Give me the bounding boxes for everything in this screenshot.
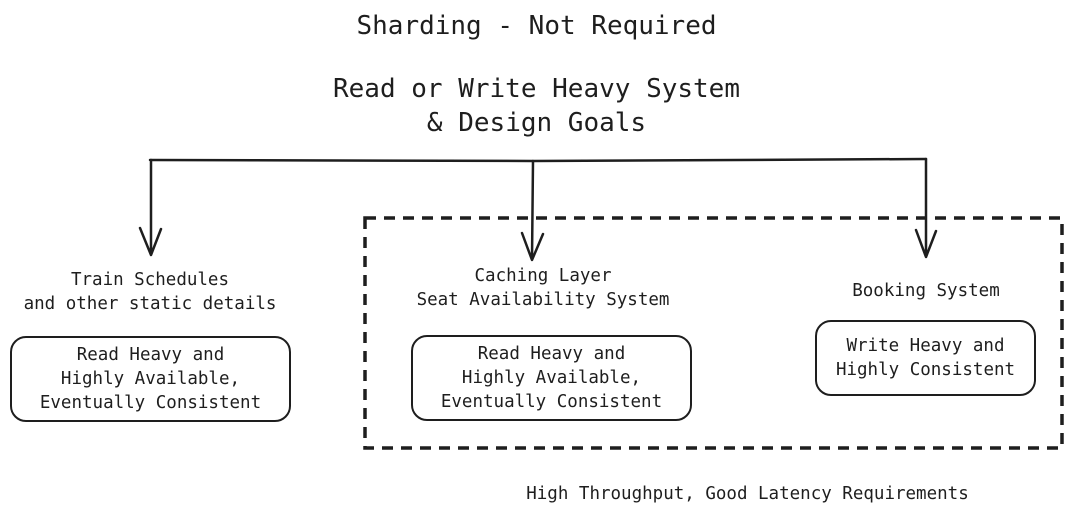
arrow-to-booking-system — [914, 157, 938, 259]
booking-system-heading: Booking System — [852, 281, 1000, 301]
arrow-to-caching-layer — [520, 159, 545, 262]
diagram-title: Sharding - Not Required — [356, 11, 717, 41]
caching-layer-heading: Caching Layer Seat Availability System — [416, 266, 670, 310]
arrow-to-train-schedules — [138, 158, 163, 257]
diagram-subtitle: Read or Write Heavy System & Design Goal… — [333, 74, 740, 138]
caching-layer-box: Read Heavy and Highly Available, Eventua… — [411, 335, 692, 421]
train-schedules-heading: Train Schedules and other static details — [23, 270, 277, 314]
branch-line — [148, 157, 928, 163]
booking-system-box: Write Heavy and Highly Consistent — [815, 320, 1036, 396]
group-caption: High Throughput, Good Latency Requiremen… — [526, 484, 969, 504]
train-schedules-box: Read Heavy and Highly Available, Eventua… — [10, 336, 291, 422]
high-throughput-group-border — [363, 216, 1064, 450]
